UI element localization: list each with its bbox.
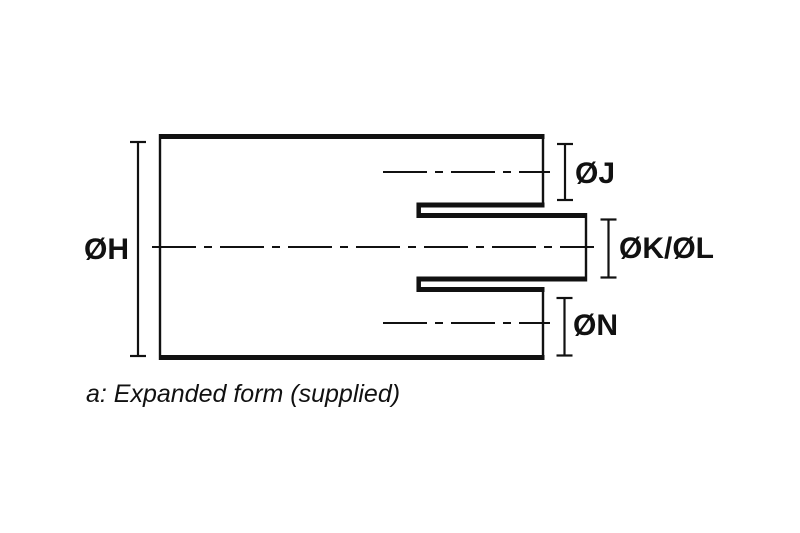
dimension-oh — [130, 140, 146, 358]
part-cross-section — [158, 134, 588, 360]
label-outer-diameter: ØH — [84, 233, 129, 266]
label-middle-stub-diameter: ØK/ØL — [619, 232, 714, 265]
centerlines — [152, 171, 594, 324]
dimension-oj — [557, 142, 573, 202]
labels: ØH ØJ ØK/ØL ØN a: Expanded form (supplie… — [84, 157, 714, 408]
label-upper-bore-diameter: ØJ — [575, 157, 615, 190]
dimension-okl — [600, 218, 617, 279]
figure-caption: a: Expanded form (supplied) — [86, 380, 400, 408]
label-lower-bore-diameter: ØN — [573, 309, 618, 342]
dimension-lines — [130, 140, 617, 358]
dimension-on — [556, 296, 573, 357]
